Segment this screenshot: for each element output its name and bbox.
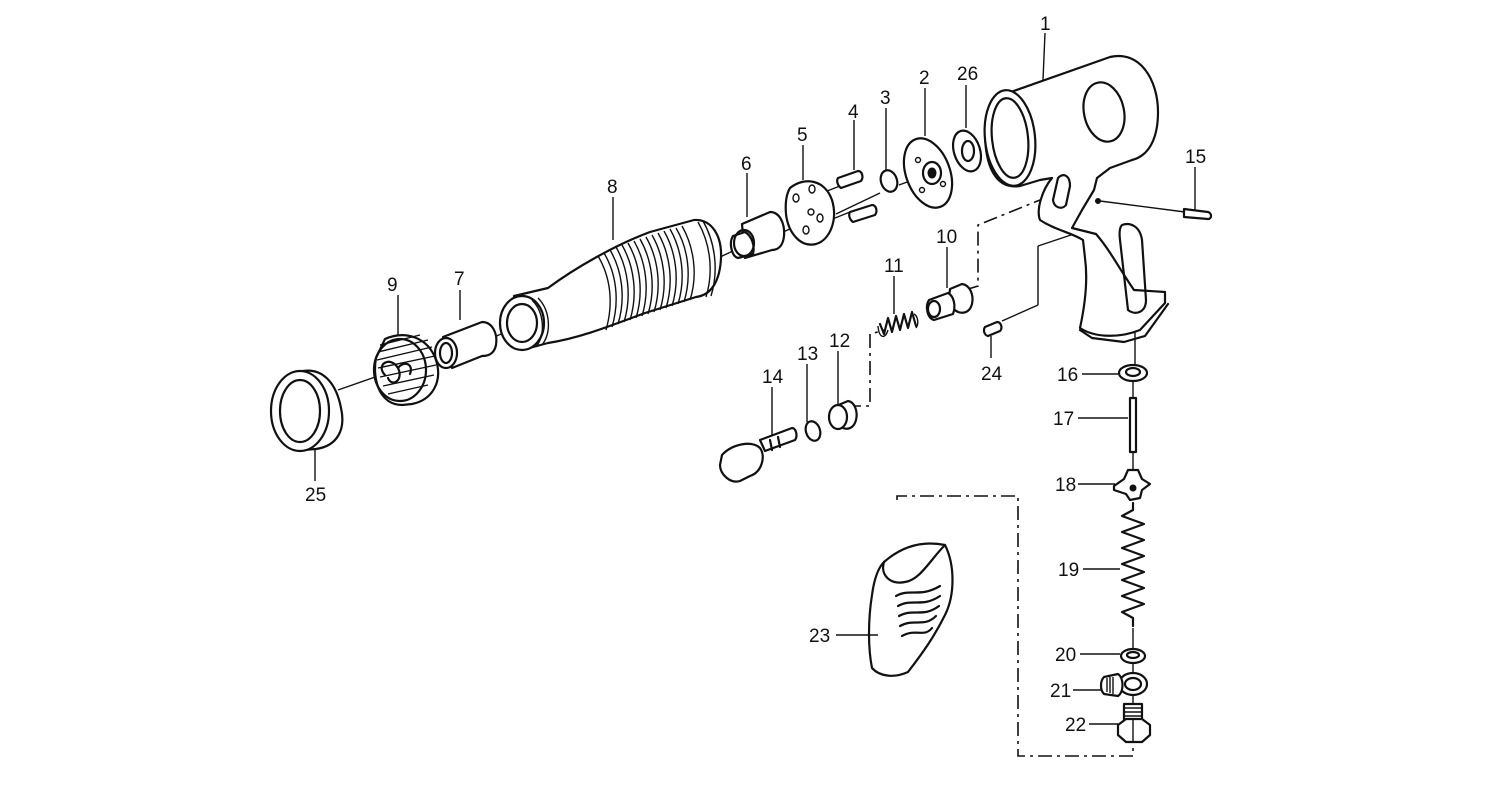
assembly-axis-lines	[337, 180, 1186, 704]
part-11-spring	[877, 310, 919, 337]
label-12: 12	[829, 331, 850, 352]
part-20-washer	[1119, 647, 1147, 665]
part-17-rod	[1128, 396, 1138, 454]
label-7: 7	[454, 269, 465, 290]
label-13: 13	[797, 344, 818, 365]
part-13-o-ring	[804, 420, 822, 442]
part-22-air-inlet	[1116, 702, 1152, 744]
part-14-trigger	[718, 426, 798, 483]
label-8: 8	[607, 177, 618, 198]
label-11: 11	[884, 256, 904, 277]
part-10-valve-stem	[925, 282, 974, 322]
label-18: 18	[1055, 475, 1076, 496]
part-23-grip-sleeve	[867, 542, 954, 677]
label-19: 19	[1058, 560, 1079, 581]
label-6: 6	[741, 154, 752, 175]
label-14: 14	[762, 367, 784, 388]
part-16-washer	[1117, 363, 1149, 383]
dashed-guide-lines	[847, 199, 1134, 757]
part-7-sleeve	[433, 320, 498, 370]
leader-lines	[314, 32, 1196, 725]
label-3: 3	[880, 88, 891, 109]
part-8-barrel	[498, 218, 723, 352]
label-22: 22	[1065, 715, 1086, 736]
label-15: 15	[1185, 147, 1206, 168]
label-5: 5	[797, 125, 808, 146]
part-21-filter-screen	[1099, 671, 1149, 698]
part-6-piston	[729, 210, 786, 260]
label-21: 21	[1050, 681, 1071, 702]
label-23: 23	[809, 626, 830, 647]
part-5-valve-plate	[784, 180, 836, 246]
part-18-knob	[1112, 468, 1152, 502]
label-17: 17	[1053, 409, 1074, 430]
part-24-small-pin	[982, 320, 1003, 338]
part-number-labels: 1 2 3 4 5 6 7 8 9 10 11 12 13 14 15 16 1…	[305, 14, 1206, 736]
label-26: 26	[957, 64, 978, 85]
label-9: 9	[387, 275, 398, 296]
part-12-bushing	[827, 399, 858, 431]
part-3-o-ring	[879, 169, 899, 193]
part-4-pins	[836, 169, 878, 224]
label-4: 4	[848, 102, 859, 123]
part-26-washer	[951, 129, 983, 173]
label-2: 2	[919, 68, 930, 89]
label-20: 20	[1055, 645, 1076, 666]
label-10: 10	[936, 227, 957, 248]
label-1: 1	[1040, 14, 1051, 35]
part-19-long-spring	[1120, 501, 1146, 628]
label-25: 25	[305, 485, 326, 506]
label-24: 24	[981, 364, 1003, 385]
part-9-retainer-spring	[372, 334, 440, 407]
label-16: 16	[1057, 365, 1078, 386]
part-15-roll-pin	[1182, 207, 1213, 221]
part-25-end-cap	[269, 369, 344, 453]
part-1-housing	[983, 54, 1170, 344]
part-2-valve-seat	[902, 137, 954, 209]
